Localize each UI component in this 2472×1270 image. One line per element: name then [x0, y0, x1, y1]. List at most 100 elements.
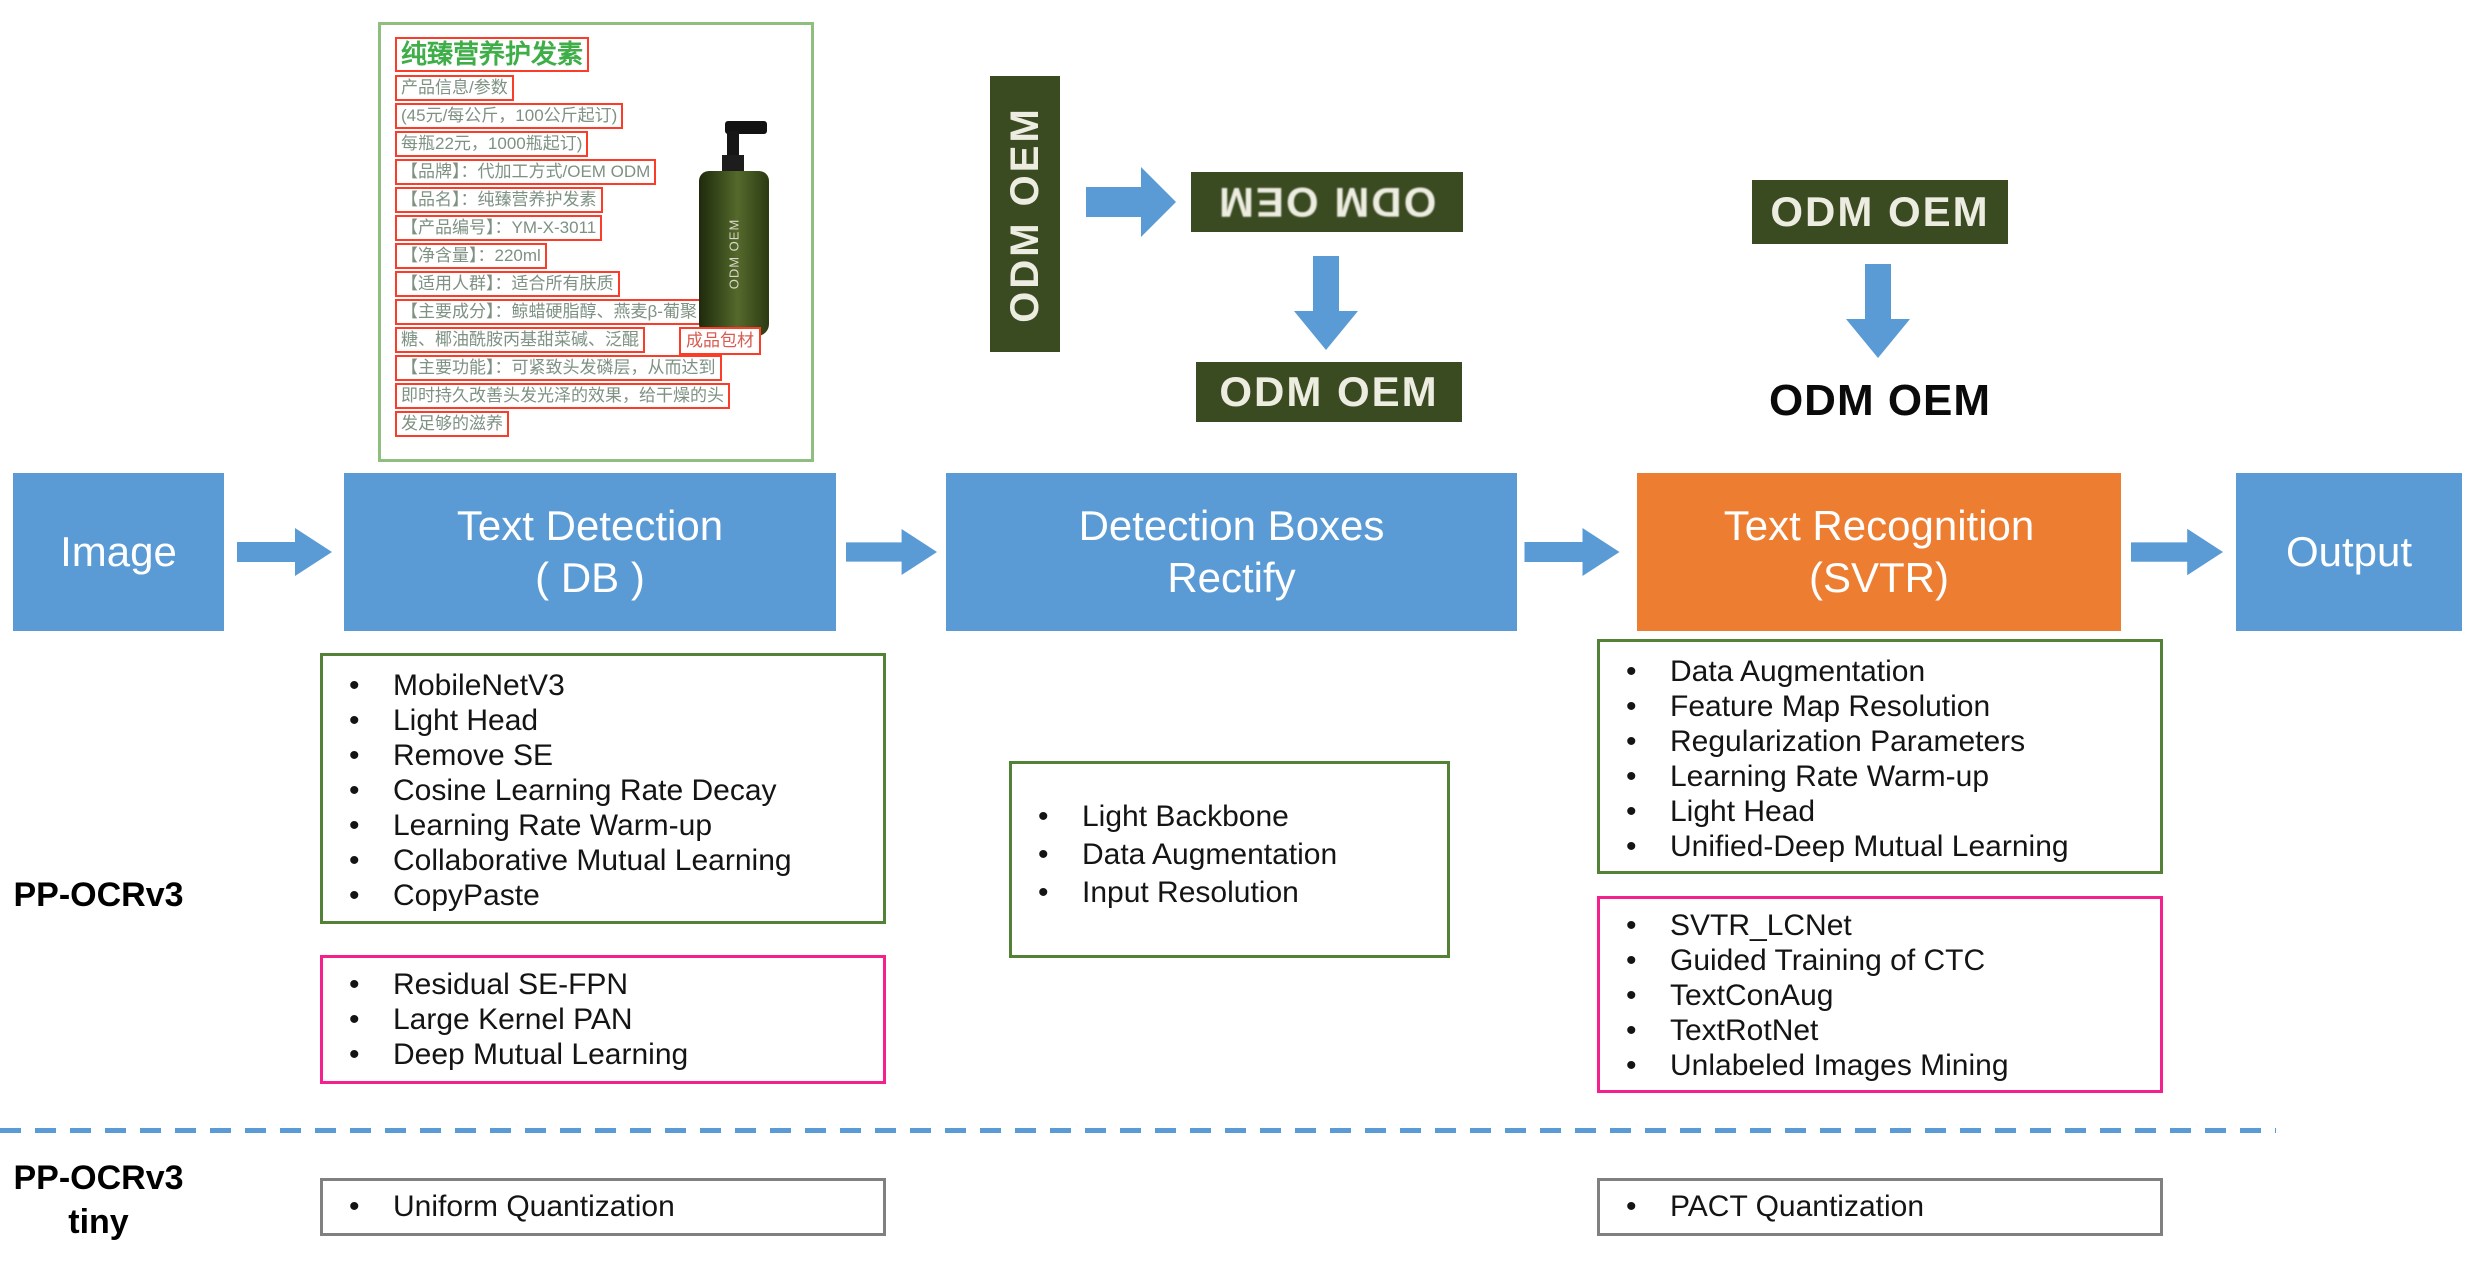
dashed-divider: [0, 1128, 2276, 1133]
list-item: Light Backbone: [1038, 798, 1439, 836]
detected-text-box: 糖、椰油酰胺丙基甜菜碱、泛醌: [395, 327, 645, 353]
list-item: Collaborative Mutual Learning: [349, 843, 875, 878]
recognition-tiny-strategies-box: PACT Quantization: [1597, 1178, 2163, 1236]
list-item: Cosine Learning Rate Decay: [349, 773, 875, 808]
list-item: PACT Quantization: [1626, 1189, 2152, 1224]
list-item: Remove SE: [349, 738, 875, 773]
list-item: Unified-Deep Mutual Learning: [1626, 829, 2152, 864]
crop-vertical-text: ODM OEM: [990, 76, 1060, 352]
crop-text-line: ODM OEM: [1752, 180, 2008, 244]
detection-strategies-list: MobileNetV3 Light Head Remove SE Cosine …: [323, 656, 883, 913]
card-line: 产品信息/参数: [395, 75, 797, 103]
detected-text-box: 【适用人群】：适合所有肤质: [395, 271, 620, 297]
detected-text-box: 【净含量】：220ml: [395, 243, 547, 269]
stage-recognition-line1: Text Recognition: [1723, 501, 2035, 549]
row-label-ppocrv3-tiny-line1: PP-OCRv3: [13, 1159, 184, 1197]
crop-flipped-label: ODM OEM: [1217, 179, 1437, 226]
detection-tiny-strategies-list: Uniform Quantization: [323, 1181, 883, 1224]
detected-text-box: 【主要成分】：鲸蜡硬脂醇、燕麦β-葡聚: [395, 299, 703, 325]
stage-rectify-line1: Detection Boxes: [1078, 501, 1385, 549]
list-item: Feature Map Resolution: [1626, 689, 2152, 724]
stage-detection-line2: ( DB ): [535, 554, 645, 601]
stage-image: Image: [13, 473, 224, 631]
row-label-ppocrv3: PP-OCRv3: [13, 876, 184, 914]
shampoo-bottle-image: ODM OEM: [699, 121, 779, 336]
detected-text-box: 发足够的滋养: [395, 411, 509, 437]
bottle-print-text: ODM OEM: [726, 218, 742, 289]
recognition-new-strategies-list: SVTR_LCNet Guided Training of CTC TextCo…: [1600, 899, 2160, 1083]
card-line: 【品名】：纯臻营养护发素: [395, 187, 797, 215]
stage-recognition-line2: (SVTR): [1809, 554, 1949, 601]
card-line: 糖、椰油酰胺丙基甜菜碱、泛醌: [395, 327, 797, 355]
detected-text-box: 【品牌】：代加工方式/OEM ODM: [395, 159, 657, 185]
recognition-tiny-strategies-list: PACT Quantization: [1600, 1181, 2160, 1224]
stage-detection-line1: Text Detection: [456, 501, 724, 549]
recognition-strategies-list: Data Augmentation Feature Map Resolution…: [1600, 642, 2160, 864]
card-line: 【主要功能】：可紧致头发磷层，从而达到: [395, 355, 797, 383]
rectify-strategies-list: Light Backbone Data Augmentation Input R…: [1012, 764, 1447, 912]
list-item: Learning Rate Warm-up: [349, 808, 875, 843]
list-item: Uniform Quantization: [349, 1189, 875, 1224]
list-item: Data Augmentation: [1626, 654, 2152, 689]
arrow-right-icon: [1086, 164, 1178, 240]
pipeline-arrow-icon: [2131, 527, 2224, 577]
detected-text-box: 【品名】：纯臻营养护发素: [395, 187, 603, 213]
stage-text-recognition: Text Recognition (SVTR): [1637, 473, 2121, 631]
pipeline-arrow-icon: [846, 527, 938, 577]
detected-text-box-side: 成品包材: [679, 327, 761, 355]
detection-tiny-strategies-box: Uniform Quantization: [320, 1178, 886, 1236]
bottle-body: ODM OEM: [699, 171, 769, 336]
list-item: Data Augmentation: [1038, 836, 1439, 874]
list-item: Guided Training of CTC: [1626, 943, 2152, 978]
recognition-new-strategies-box: SVTR_LCNet Guided Training of CTC TextCo…: [1597, 896, 2163, 1093]
detected-text-box: 产品信息/参数: [395, 75, 514, 101]
crop-text-line-label: ODM OEM: [1770, 188, 1990, 235]
bottle-pump-stem: [727, 131, 739, 157]
list-item: Large Kernel PAN: [349, 1002, 875, 1037]
list-item: TextRotNet: [1626, 1013, 2152, 1048]
crop-vertical-label: ODM OEM: [1002, 105, 1047, 323]
detection-new-strategies-list: Residual SE-FPN Large Kernel PAN Deep Mu…: [323, 958, 883, 1072]
card-line: 发足够的滋养: [395, 411, 797, 439]
list-item: Light Head: [1626, 794, 2152, 829]
list-item: Learning Rate Warm-up: [1626, 759, 2152, 794]
stage-output-label: Output: [2285, 527, 2413, 575]
list-item: TextConAug: [1626, 978, 2152, 1013]
card-line: 【适用人群】：适合所有肤质: [395, 271, 797, 299]
stage-detection-boxes-rectify: Detection Boxes Rectify: [946, 473, 1517, 631]
detected-text-box: 【产品编号】：YM-X-3011: [395, 215, 603, 241]
card-line: 【产品编号】：YM-X-3011: [395, 215, 797, 243]
stage-text-detection: Text Detection ( DB ): [344, 473, 836, 631]
card-line: 【品牌】：代加工方式/OEM ODM: [395, 159, 797, 187]
pipeline-arrow-icon: [237, 527, 333, 577]
list-item: Regularization Parameters: [1626, 724, 2152, 759]
card-line: 每瓶22元，1000瓶起订): [395, 131, 797, 159]
list-item: Deep Mutual Learning: [349, 1037, 875, 1072]
detected-text-box: 【主要功能】：可紧致头发磷层，从而达到: [395, 355, 722, 381]
rectify-strategies-box: Light Backbone Data Augmentation Input R…: [1009, 761, 1450, 958]
sample-input-image: 纯臻营养护发素 产品信息/参数 (45元/每公斤，100公斤起订) 每瓶22元，…: [378, 22, 814, 462]
detected-text-box: 每瓶22元，1000瓶起订): [395, 131, 589, 157]
arrow-down-icon: [1292, 256, 1360, 352]
card-line: 即时持久改善头发光泽的效果，给干燥的头: [395, 383, 797, 411]
stage-output: Output: [2236, 473, 2462, 631]
card-line: (45元/每公斤，100公斤起订): [395, 103, 797, 131]
detected-text-box: 即时持久改善头发光泽的效果，给干燥的头: [395, 383, 730, 409]
recognition-strategies-box: Data Augmentation Feature Map Resolution…: [1597, 639, 2163, 874]
stage-image-label: Image: [60, 527, 177, 575]
crop-rectified-label: ODM OEM: [1219, 368, 1439, 415]
detected-text-box: 纯臻营养护发素: [395, 37, 590, 72]
list-item: MobileNetV3: [349, 668, 875, 703]
list-item: Light Head: [349, 703, 875, 738]
crop-rectified-text: ODM OEM: [1196, 362, 1462, 422]
detection-strategies-box: MobileNetV3 Light Head Remove SE Cosine …: [320, 653, 886, 924]
list-item: CopyPaste: [349, 878, 875, 913]
list-item: SVTR_LCNet: [1626, 908, 2152, 943]
row-label-ppocrv3-tiny: PP-OCRv3 tiny: [6, 1156, 191, 1244]
detection-new-strategies-box: Residual SE-FPN Large Kernel PAN Deep Mu…: [320, 955, 886, 1084]
crop-flipped-text: ODM OEM: [1191, 172, 1463, 232]
list-item: Unlabeled Images Mining: [1626, 1048, 2152, 1083]
bottle-pump-icon: [725, 121, 767, 134]
list-item: Residual SE-FPN: [349, 967, 875, 1002]
